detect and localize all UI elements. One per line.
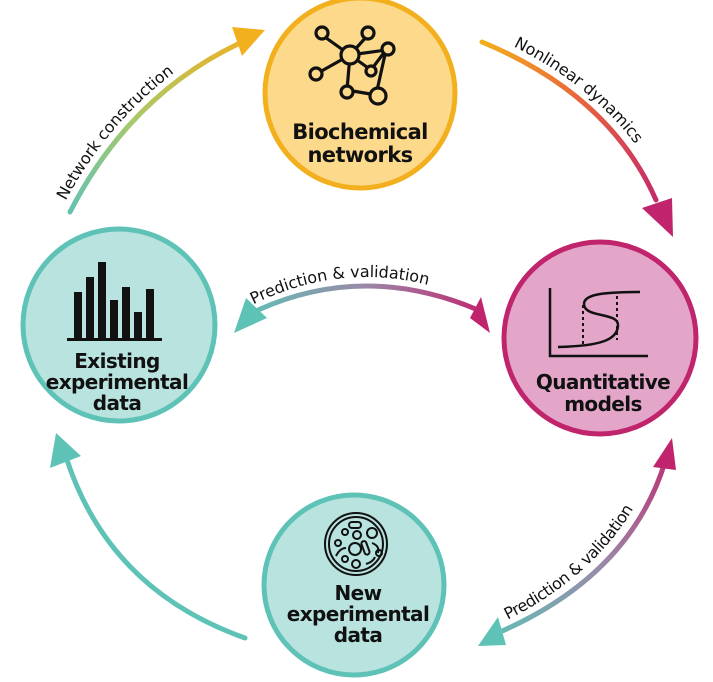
arrowhead-right-icon bbox=[653, 438, 676, 470]
nonlinear-dynamics-label: Nonlinear dynamics bbox=[512, 33, 648, 146]
prediction-validation-lower-label: Prediction & validation bbox=[501, 501, 637, 623]
data-accumulation-arrow bbox=[50, 433, 248, 641]
bistability-curve-icon bbox=[548, 288, 648, 358]
node-circle bbox=[20, 226, 218, 424]
node-circle bbox=[261, 492, 447, 678]
node-title-line1: Biochemical bbox=[292, 120, 428, 144]
network-graph-icon bbox=[308, 25, 396, 106]
node-title-line1: Existing bbox=[74, 349, 160, 373]
prediction-validation-middle-arrow: Prediction & validation bbox=[234, 262, 490, 333]
node-title-line2: experimental bbox=[46, 370, 188, 394]
node-title-line1: New bbox=[335, 581, 382, 605]
arrowhead-icon bbox=[232, 27, 265, 56]
arrowhead-icon bbox=[50, 433, 81, 468]
bar-chart-icon bbox=[67, 262, 162, 341]
network-construction-arrow: Network construction bbox=[52, 27, 265, 215]
node-title-line2: experimental bbox=[287, 602, 429, 626]
existing-experimental-data-node[interactable]: Existing experimental data bbox=[20, 226, 218, 424]
arrowhead-right-icon bbox=[470, 297, 490, 333]
node-title-line3: data bbox=[334, 623, 382, 647]
node-title-line1: Quantitative bbox=[536, 370, 670, 394]
biochemical-networks-node[interactable]: Biochemical networks bbox=[262, 0, 458, 191]
node-title-line2: networks bbox=[307, 143, 412, 167]
petri-dish-icon bbox=[324, 512, 388, 576]
node-circle bbox=[262, 0, 458, 191]
nonlinear-dynamics-arrow: Nonlinear dynamics bbox=[479, 33, 673, 237]
arrowhead-left-icon bbox=[234, 298, 267, 333]
node-title-line2: models bbox=[564, 392, 642, 416]
node-circle bbox=[501, 239, 699, 437]
new-experimental-data-node[interactable]: New experimental data bbox=[261, 492, 447, 678]
arrowhead-icon bbox=[642, 198, 673, 237]
quantitative-models-node[interactable]: Quantitative models bbox=[501, 239, 699, 437]
network-construction-label: Network construction bbox=[52, 61, 176, 203]
node-title-line3: data bbox=[93, 391, 141, 415]
arrowhead-left-icon bbox=[478, 617, 506, 646]
prediction-validation-lower-arrow: Prediction & validation bbox=[478, 438, 676, 646]
